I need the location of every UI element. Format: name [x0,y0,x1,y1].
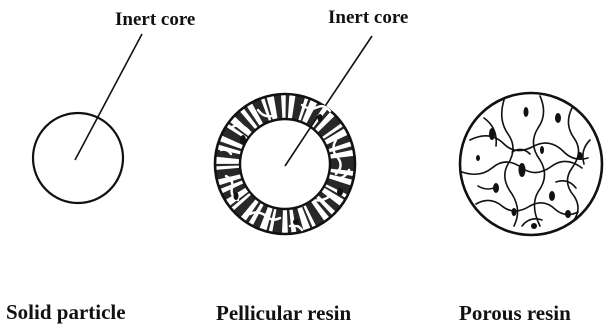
caption-pellicular-resin: Pellicular resin [216,301,351,325]
inert-core-label-left: Inert core [115,9,195,30]
caption-solid-particle: Solid particle [6,300,126,324]
pellicular-resin-particle [215,94,355,234]
inert-core-label-right: Inert core [328,7,408,28]
porous-resin-particle [460,93,602,235]
leader-line-solid [75,34,142,160]
caption-porous-resin: Porous resin [459,301,571,325]
solid-particle [33,113,123,203]
